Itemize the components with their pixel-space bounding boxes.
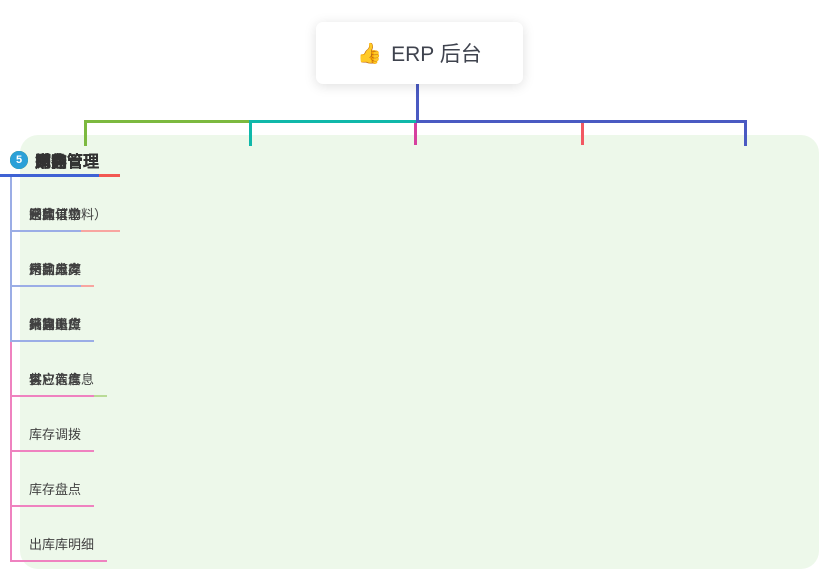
mindmap-item-label: 付款单 [12,259,82,287]
branch-heading-label: 销售管理 [35,154,100,171]
mindmap-item-label: 出库库明细 [12,534,108,562]
mindmap-item-label: 库存调拨 [12,424,95,452]
branch-heading[interactable]: 5 财务管理 [0,146,100,177]
connector-drop-branch5 [744,120,747,146]
branch-heading-label: 产品管理 [35,154,100,171]
mindmap-item-node[interactable]: 出库库明细 [12,507,108,562]
branch-number-badge: 5 [10,151,28,169]
mindmap-item-node[interactable]: 库存调拨 [12,397,107,452]
mindmap-item-node[interactable]: 其它入库 [12,342,107,397]
mindmap-item-node[interactable]: 结算账户 [12,287,95,342]
connector-drop-branch4 [581,122,584,145]
branch-heading-label: 库存管理 [35,154,100,171]
connector-root-vertical [416,84,419,123]
connector-bus-green [84,120,251,123]
mindmap-item-label: 库存盘点 [12,479,95,507]
thumbs-up-icon: 👍 [357,42,383,65]
branch-heading-label: 财务管理 [35,154,100,171]
branch-item-list: 仓库信息产品库存其它出库其它入库库存调拨库存盘点出库库明细 [10,177,108,562]
root-node-label: ERP 后台 [391,43,482,66]
mindmap-item-label: 回款单 [12,204,82,232]
connector-drop-branch1 [84,120,87,146]
mindmap-item-node[interactable]: 回款单 [12,177,94,232]
mindmap-item-node[interactable]: 库存盘点 [12,452,107,507]
mindmap-item-node[interactable]: 付款单 [12,232,94,287]
branch-heading-label: 采购管理 [35,154,100,171]
mindmap-item-label: 结算账户 [12,314,95,342]
mindmap-background-panel [20,135,819,569]
connector-bus-indigo [416,120,747,123]
mindmap-root-node[interactable]: 👍 ERP 后台 [316,22,523,84]
branch-finance: 5 财务管理 回款单付款单结算账户 [0,146,100,342]
connector-drop-branch2 [249,120,252,146]
branch-item-list: 回款单付款单结算账户 [10,177,95,342]
connector-bus-teal [249,120,419,123]
mindmap-item-label: 其它入库 [12,369,95,397]
connector-drop-branch3 [414,122,417,145]
